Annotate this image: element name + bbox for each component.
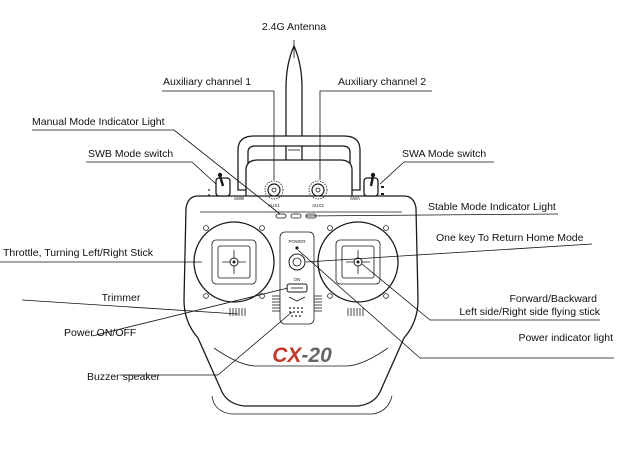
manual-mode-indicator-light — [275, 213, 287, 219]
center-panel — [279, 231, 315, 325]
trimmer-right-vertical — [314, 295, 322, 312]
aux1-knob[interactable] — [264, 180, 284, 200]
label-manual-mode-light: Manual Mode Indicator Light — [32, 116, 165, 128]
label-trimmer: Trimmer — [102, 292, 141, 304]
label-antenna: 2.4G Antenna — [262, 21, 326, 33]
svg-text:CX-20: CX-20 — [272, 344, 332, 367]
trimmer-left-vertical — [272, 295, 280, 312]
swa-marking: SWA — [350, 196, 360, 201]
label-forward-backward: Forward/Backward — [509, 293, 597, 305]
trimmer-right-horizontal — [347, 308, 364, 316]
label-swa-switch: SWA Mode switch — [402, 148, 486, 160]
return-home-button[interactable] — [288, 253, 306, 271]
label-stable-mode-light: Stable Mode Indicator Light — [428, 201, 556, 213]
brand-model: -20 — [301, 344, 332, 367]
right-stick-gimbal[interactable] — [317, 221, 399, 303]
label-swb-switch: SWB Mode switch — [88, 148, 173, 160]
label-throttle-stick: Throttle, Turning Left/Right Stick — [3, 247, 154, 259]
power-indicator-led — [295, 246, 299, 250]
swb-marking: SWB — [234, 196, 244, 201]
power-marking: POWER — [288, 239, 306, 244]
on-marking: ON — [294, 277, 301, 282]
leader-lines — [0, 40, 614, 376]
label-power-onoff: Power ON/OFF — [64, 327, 136, 339]
trimmer-left-horizontal — [229, 308, 246, 316]
aux2-marking: AUX2 — [312, 203, 324, 208]
label-aux2: Auxiliary channel 2 — [338, 76, 426, 88]
left-stick-gimbal[interactable] — [193, 221, 275, 303]
brand-logo: CX-20 — [272, 344, 332, 367]
label-aux1: Auxiliary channel 1 — [163, 76, 251, 88]
swa-mode-switch[interactable] — [363, 172, 384, 197]
label-return-home: One key To Return Home Mode — [436, 232, 584, 244]
aux1-marking: AUX1 — [268, 203, 280, 208]
label-power-indicator: Power indicator light — [518, 332, 613, 344]
trimmers[interactable] — [229, 295, 364, 316]
label-buzzer: Buzzer speaker — [87, 371, 160, 383]
aux2-knob[interactable] — [308, 180, 328, 200]
label-side-stick: Left side/Right side flying stick — [459, 306, 600, 318]
center-indicator-light — [290, 213, 302, 219]
top-deck — [245, 159, 353, 199]
brand-prefix: CX — [272, 344, 303, 367]
swb-mode-switch[interactable] — [208, 172, 231, 197]
buzzer-grille — [289, 307, 303, 317]
